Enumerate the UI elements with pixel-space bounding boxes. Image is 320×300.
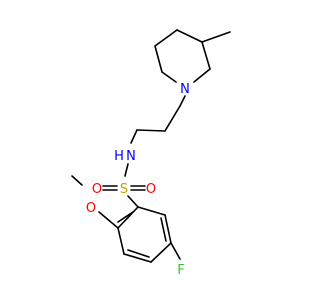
bond-chain1-chain2 bbox=[164, 105, 181, 132]
bond-chain2-chain3 bbox=[136, 129, 166, 132]
bond-n-chain1 bbox=[179, 95, 186, 107]
bond-o-methyl bbox=[71, 175, 83, 186]
bond-benz-c1-c2-inner bbox=[117, 211, 134, 223]
bond-benz-c3-c4 bbox=[123, 253, 152, 263]
atom-f-fluoro: F bbox=[177, 263, 184, 278]
bond-ring-c4-c5 bbox=[176, 29, 203, 43]
bond-ring-c3-c4 bbox=[154, 29, 178, 47]
bond-ring-c5-c6 bbox=[201, 41, 211, 70]
atom-o-left: O bbox=[92, 182, 102, 197]
bond-benz-c3-c4-inner bbox=[127, 249, 150, 258]
atom-h-sulfonamide: H bbox=[114, 149, 124, 164]
bond-ring-n-c2 bbox=[161, 71, 177, 83]
atom-o-methoxy: O bbox=[86, 201, 96, 216]
bond-methyl bbox=[201, 31, 231, 43]
bond-ring-c6-n bbox=[193, 68, 211, 83]
bond-benz-c5-c6 bbox=[164, 214, 172, 244]
atom-n-sulfonamide: N bbox=[126, 149, 136, 164]
bond-benz-c2-c3 bbox=[117, 227, 125, 255]
atom-n-piperidine: N bbox=[180, 82, 190, 97]
bond-benz-c4-c5 bbox=[150, 242, 172, 263]
atom-s-sulfonyl: S bbox=[120, 182, 128, 197]
bond-nh-s bbox=[124, 163, 129, 177]
bond-benz-c6-c1 bbox=[137, 206, 166, 216]
molecule-structure: N H N S O O O F bbox=[71, 29, 231, 278]
bond-aryl-f bbox=[170, 242, 181, 260]
atom-labels: N H N S O O O F bbox=[86, 82, 190, 278]
bond-chain3-nh bbox=[130, 129, 138, 144]
bond-s-aryl bbox=[127, 195, 139, 208]
bond-aryl-o-methoxy bbox=[98, 211, 119, 229]
bond-benz-c5-c6-inner bbox=[160, 217, 167, 242]
atom-o-right: O bbox=[146, 182, 156, 197]
bond-benz-c1-c2 bbox=[117, 206, 139, 229]
bond-ring-c2-c3 bbox=[154, 45, 163, 73]
bonds bbox=[71, 29, 231, 263]
